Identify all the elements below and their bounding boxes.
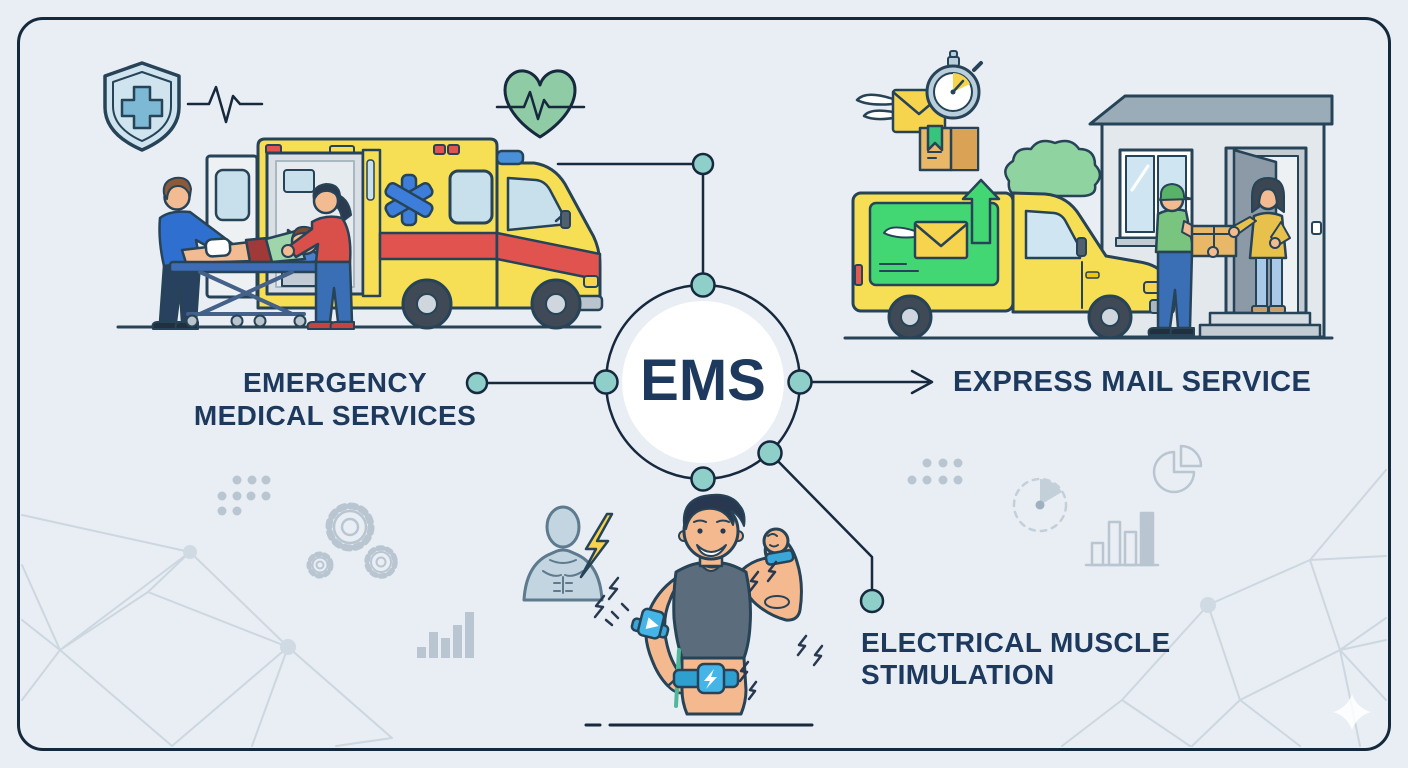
timer-icon [1012,477,1068,533]
electrical-muscle-label-line1: ELECTRICAL MUSCLE [861,627,1171,658]
star-of-life-icon [384,173,434,227]
heart-pulse-icon [495,69,586,139]
bar-chart-left [417,612,474,658]
sparkle-icon [1333,694,1371,730]
ambulance [205,137,604,330]
dots-grid-left [217,475,271,516]
torso-silhouette-icon [522,505,604,602]
connector-nodes [465,152,885,614]
emergency-medical-scene [103,61,604,330]
bar-chart-right [1084,511,1160,567]
lightning-bolt-icon [579,512,614,579]
bush [1004,139,1102,198]
electrical-muscle-label: ELECTRICAL MUSCLE STIMULATION [861,627,1171,691]
paramedic-woman [281,183,355,330]
emergency-medical-label: EMERGENCY MEDICAL SERVICES [155,366,515,432]
delivery-van [851,178,1175,340]
electrical-muscle-label-line2: STIMULATION [861,659,1055,690]
pie-chart-icon [1152,444,1203,494]
gears-icon [306,502,398,579]
express-mail-scene [843,50,1334,340]
spark-icons [593,560,824,701]
ekg-pulse-icon [186,85,264,124]
dots-grid-right [907,458,963,485]
electrical-muscle-scene [522,493,824,727]
network-mesh-left [21,514,393,747]
hub-label: EMS [640,348,766,413]
network-mesh-right [1061,469,1387,747]
delivery-man [1147,183,1238,336]
express-mail-label: EXPRESS MAIL SERVICE [953,366,1312,398]
emergency-medical-label-line2: MEDICAL SERVICES [193,400,477,431]
emergency-medical-label-line1: EMERGENCY [242,367,428,398]
stopwatch-icon [925,50,983,120]
muscle-man [593,493,824,716]
shield-cross-icon [103,61,181,152]
package-icon [918,124,980,172]
recipient-woman [1228,177,1291,314]
